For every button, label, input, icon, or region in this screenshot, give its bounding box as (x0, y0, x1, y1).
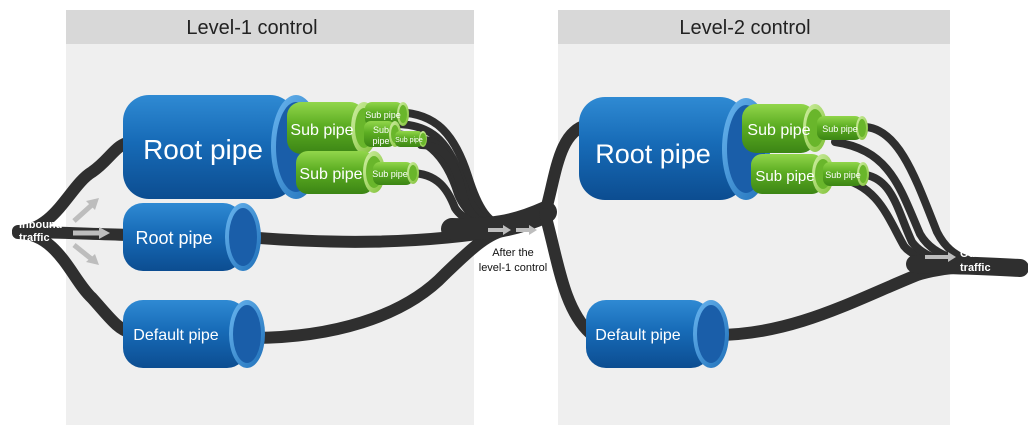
level1-root-top-label: Root pipe (143, 134, 263, 165)
level2-sub-pipe-a-label: Sub pipe (747, 122, 810, 139)
level2-root-pipe: Root pipe (579, 97, 770, 200)
flow-lines (12, 108, 1028, 344)
level1-sub-pipe-a-label: Sub pipe (290, 122, 353, 139)
level1-title: Level-1 control (186, 17, 317, 39)
level2-sub-pipe-b1-label: Sub pipe (825, 170, 861, 180)
level1-default-label: Default pipe (133, 327, 218, 344)
inbound-arrow-down-head (86, 254, 99, 265)
level1-sub-pipe-a1: Sub pipe (365, 102, 409, 126)
inbound-arrow-up (72, 201, 96, 223)
level1-sub-pipe-b1: Sub pipe (372, 162, 419, 185)
level1-sub-pipe-b1-label: Sub pipe (372, 169, 408, 179)
flow-labels: Inbound traffic After the level-1 contro… (19, 219, 1013, 274)
level2-default-pipe: Default pipe (586, 300, 729, 368)
level1-sub-pipe-a2-label-line2: pipe (372, 136, 389, 146)
inbound-arrow-straight-head (99, 227, 110, 239)
level1-sub-pipe-a2-label-line1: Sub (373, 125, 389, 135)
inbound-label-line1: Inbound (19, 219, 62, 231)
level2-sub-pipe-a1: Sub pipe (817, 116, 868, 140)
middle-label-line1: After the (492, 247, 534, 259)
middle-arrow-1-head (503, 225, 511, 235)
level2-root-label: Root pipe (595, 139, 711, 169)
level2-sub-pipe-a: Sub pipe (742, 104, 827, 153)
level2-sub-pipe-b-label: Sub pipe (755, 168, 814, 185)
level2-sub-pipe-b: Sub pipe (751, 154, 834, 194)
level1-sub-pipe-a3: Sub pipe (395, 131, 427, 147)
outbound-arrow-head (948, 252, 956, 262)
middle-label-line2: level-1 control (479, 262, 547, 274)
level2-title: Level-2 control (679, 17, 810, 39)
level2-sub-pipe-b1: Sub pipe (823, 162, 869, 186)
outbound-label-line2: traffic (960, 262, 991, 274)
inbound-label-line2: traffic (19, 232, 50, 244)
level1-root-mid-label: Root pipe (135, 228, 212, 248)
level1-root-mid-pipe: Root pipe (123, 203, 261, 271)
flow-arrows (72, 198, 956, 265)
level2-default-label: Default pipe (595, 327, 680, 344)
level1-sub-pipe-a2: Sub pipe (364, 121, 401, 147)
level1-sub-pipe-a1-label: Sub pipe (365, 110, 401, 120)
level1-sub-pipe-a: Sub pipe (287, 102, 377, 154)
middle-arrow-2-head (529, 225, 537, 235)
level1-sub-pipe-b-label: Sub pipe (299, 166, 362, 183)
outbound-label-line1: Outbound (960, 248, 1013, 260)
level1-default-pipe: Default pipe (123, 300, 265, 368)
inbound-arrow-up-head (86, 198, 99, 210)
level1-sub-pipe-a3-label: Sub pipe (395, 137, 423, 144)
level2-sub-pipe-a1-label: Sub pipe (822, 124, 858, 134)
